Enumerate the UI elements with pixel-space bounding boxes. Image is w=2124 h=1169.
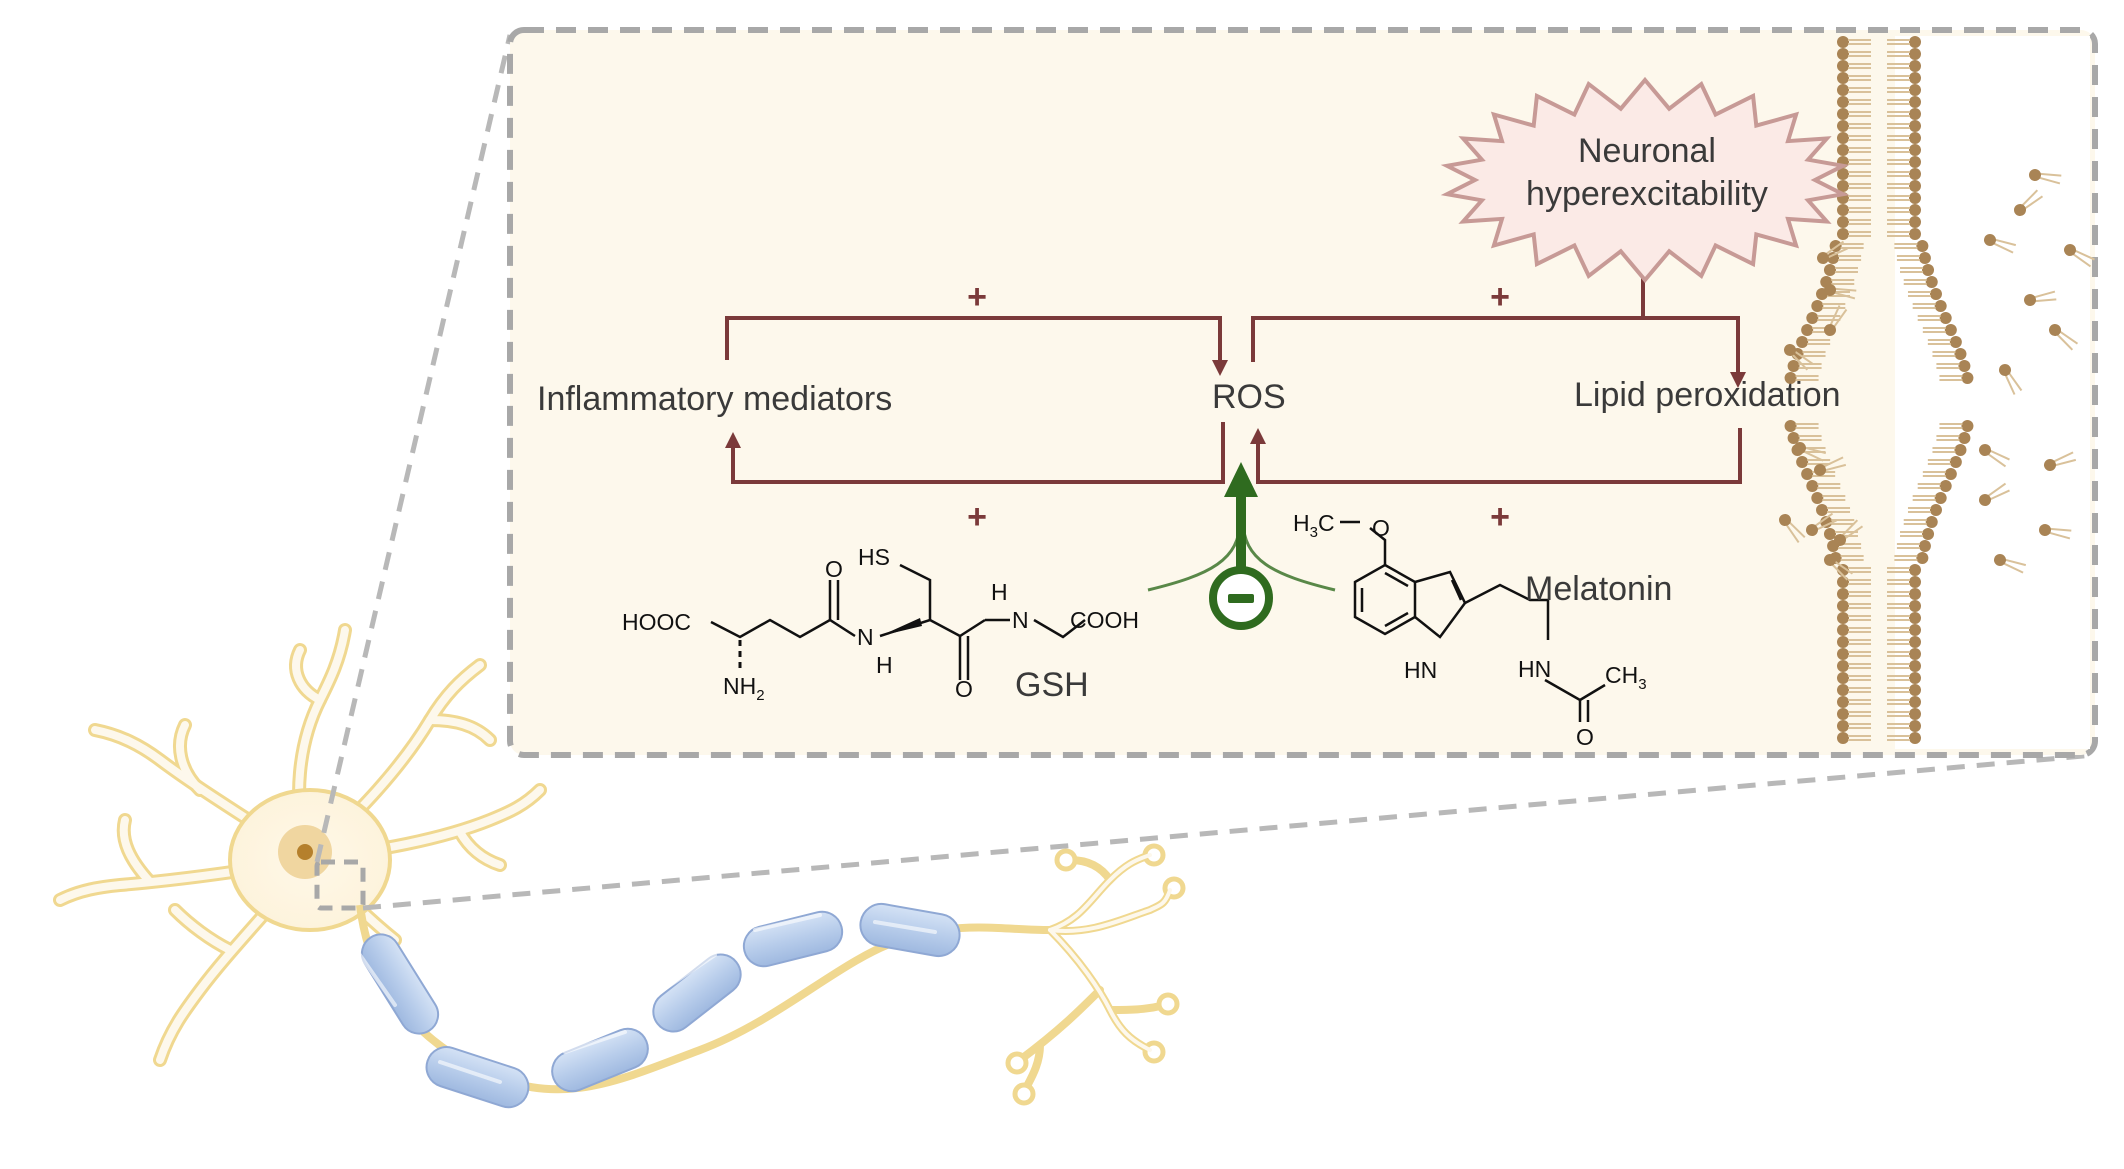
gsh-cooh: COOH <box>1070 607 1139 633</box>
lipid-fragment <box>2014 189 2044 216</box>
nucleolus <box>297 844 313 860</box>
melatonin-hn-chain: HN <box>1518 656 1551 682</box>
arrow-lipid-to-ros <box>1250 428 1742 484</box>
pathway-arrows <box>725 254 1746 484</box>
ros-label: ROS <box>1212 378 1286 416</box>
gsh-nh2: NH2 <box>723 673 765 704</box>
gsh-n-mid: N <box>857 624 874 650</box>
myelin-sheath <box>859 902 961 958</box>
melatonin-label: Melatonin <box>1525 570 1672 608</box>
lipid-fragment <box>2044 451 2077 471</box>
lipid-fragment <box>1814 456 1847 476</box>
melatonin-gsh-inhibition <box>1147 462 1336 630</box>
minus-icon <box>1228 594 1254 603</box>
myelin-sheath <box>425 1046 530 1109</box>
plus-sign: + <box>967 498 987 536</box>
myelin-sheaths <box>360 902 961 1109</box>
melatonin-ch3: CH3 <box>1605 662 1647 693</box>
lipid-fragment <box>1824 284 1857 300</box>
arrow-ros-to-inflammatory <box>725 422 1225 484</box>
plus-sign: + <box>967 278 987 316</box>
lipid-fragment <box>1784 344 1814 371</box>
gsh-o-top: O <box>825 556 843 582</box>
lipid-fragment <box>1779 514 1806 544</box>
lipid-fragment <box>2024 290 2057 306</box>
myelin-sheath <box>742 910 844 968</box>
gsh-h-right: H <box>991 579 1008 605</box>
gsh-n-right: N <box>1012 607 1029 633</box>
hyperexcitability-burst: Neuronal hyperexcitability <box>1440 76 1850 284</box>
inflammatory-mediators-label: Inflammatory mediators <box>537 380 892 418</box>
lipid-peroxidation-label: Lipid peroxidation <box>1574 376 1841 414</box>
lipid-fragment <box>1806 512 1837 536</box>
plus-sign: + <box>1490 498 1510 536</box>
melatonin-structure <box>1340 520 1606 722</box>
hyperexcitability-label-line2: hyperexcitability <box>1526 175 1768 213</box>
lipid-fragment <box>1834 519 1864 546</box>
myelin-sheath <box>360 933 440 1035</box>
gsh-wedge-bond <box>880 618 922 636</box>
lipid-fragment <box>1817 240 1848 264</box>
inhibition-arrowhead <box>1224 462 1258 497</box>
plus-sign: + <box>1490 278 1510 316</box>
arrow-inflammatory-to-ros <box>725 316 1228 376</box>
lipid-fragment <box>1824 305 1848 336</box>
neuron-illustration <box>53 623 1186 1109</box>
melatonin-o-carbonyl: O <box>1576 724 1594 750</box>
arrow-ros-to-lipid <box>1251 316 1746 388</box>
gsh-o-bottom: O <box>955 676 973 702</box>
melatonin-hn-ring: HN <box>1404 657 1437 683</box>
lipid-fragment <box>2039 524 2072 540</box>
lipid-fragment <box>1794 442 1827 462</box>
gsh-label: GSH <box>1015 666 1089 704</box>
hyperexcitability-label-line1: Neuronal <box>1578 132 1716 170</box>
gsh-h-mid: H <box>876 652 893 678</box>
lipid-membrane <box>1779 36 2095 744</box>
zoom-source-box <box>314 859 366 911</box>
gsh-hs: HS <box>858 544 890 570</box>
lipid-fragment <box>1999 364 2023 395</box>
lipid-fragment <box>1979 444 2010 468</box>
lipid-fragment <box>2049 324 2079 351</box>
lipid-fragment <box>1979 482 2010 506</box>
lipid-fragment <box>1994 554 2027 574</box>
lipid-fragment <box>1824 554 1854 581</box>
lipid-fragment <box>2064 244 2095 268</box>
lipid-fragment <box>1984 234 2017 254</box>
melatonin-h3c: H3C <box>1293 510 1335 541</box>
lipid-fragment <box>2029 169 2062 185</box>
gsh-hooc: HOOC <box>622 609 691 635</box>
melatonin-o-methoxy: O <box>1372 515 1390 541</box>
